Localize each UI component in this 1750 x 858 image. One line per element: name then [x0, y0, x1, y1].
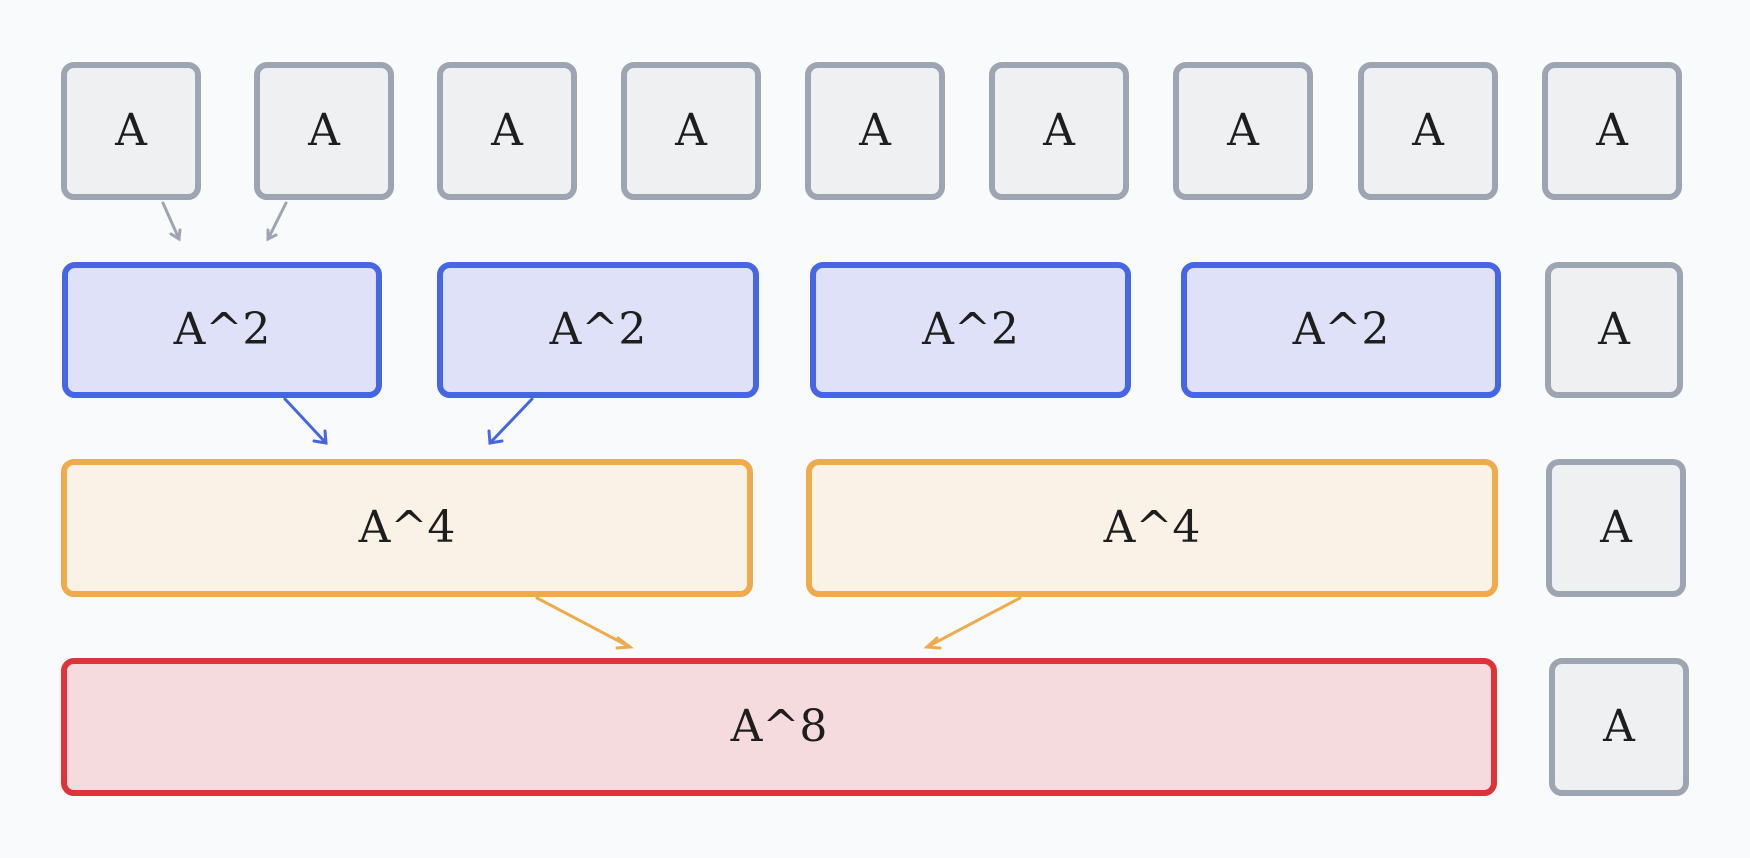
- row1-box-8: A: [1358, 62, 1498, 200]
- box-label: A: [308, 105, 340, 156]
- arrow-a-to-a2-right: [266, 201, 288, 242]
- row1-box-4: A: [621, 62, 761, 200]
- row2-box-1: A^2: [62, 262, 382, 398]
- box-label: A: [1043, 105, 1075, 156]
- box-label: A: [675, 105, 707, 156]
- box-label: A: [491, 105, 523, 156]
- row1-box-1: A: [61, 62, 201, 200]
- arrow-a4-to-a8-right: [923, 596, 1022, 650]
- row1-box-7: A: [1173, 62, 1313, 200]
- row3-box-2: A^4: [806, 459, 1498, 597]
- box-label: A^2: [173, 304, 271, 355]
- row2-box-5: A: [1545, 262, 1683, 398]
- box-label: A: [1227, 105, 1259, 156]
- box-label: A^4: [358, 502, 456, 553]
- row4-box-2: A: [1549, 658, 1689, 796]
- row1-box-2: A: [254, 62, 394, 200]
- box-label: A: [115, 105, 147, 156]
- box-label: A: [1412, 105, 1444, 156]
- row4-box-1: A^8: [61, 658, 1497, 796]
- row1-box-9: A: [1542, 62, 1682, 200]
- box-label: A: [1600, 502, 1632, 553]
- box-label: A^2: [922, 304, 1019, 355]
- box-label: A: [859, 105, 891, 156]
- row1-box-5: A: [805, 62, 945, 200]
- row2-box-2: A^2: [437, 262, 759, 398]
- box-label: A: [1603, 701, 1635, 752]
- row1-box-3: A: [437, 62, 577, 200]
- row3-box-3: A: [1546, 459, 1686, 597]
- arrow-a2-to-a4-right: [487, 397, 534, 445]
- arrow-a4-to-a8-left: [535, 596, 635, 650]
- arrow-a2-to-a4-left: [283, 397, 328, 445]
- box-label: A: [1598, 304, 1630, 355]
- box-label: A^4: [1103, 502, 1201, 553]
- box-label: A^8: [730, 701, 828, 752]
- row1-box-6: A: [989, 62, 1129, 200]
- box-label: A^2: [1292, 304, 1390, 355]
- row3-box-1: A^4: [61, 459, 753, 597]
- row2-box-3: A^2: [810, 262, 1131, 398]
- box-label: A: [1596, 105, 1628, 156]
- box-label: A^2: [549, 304, 647, 355]
- arrow-a-to-a2-left: [161, 201, 182, 242]
- row2-box-4: A^2: [1181, 262, 1501, 398]
